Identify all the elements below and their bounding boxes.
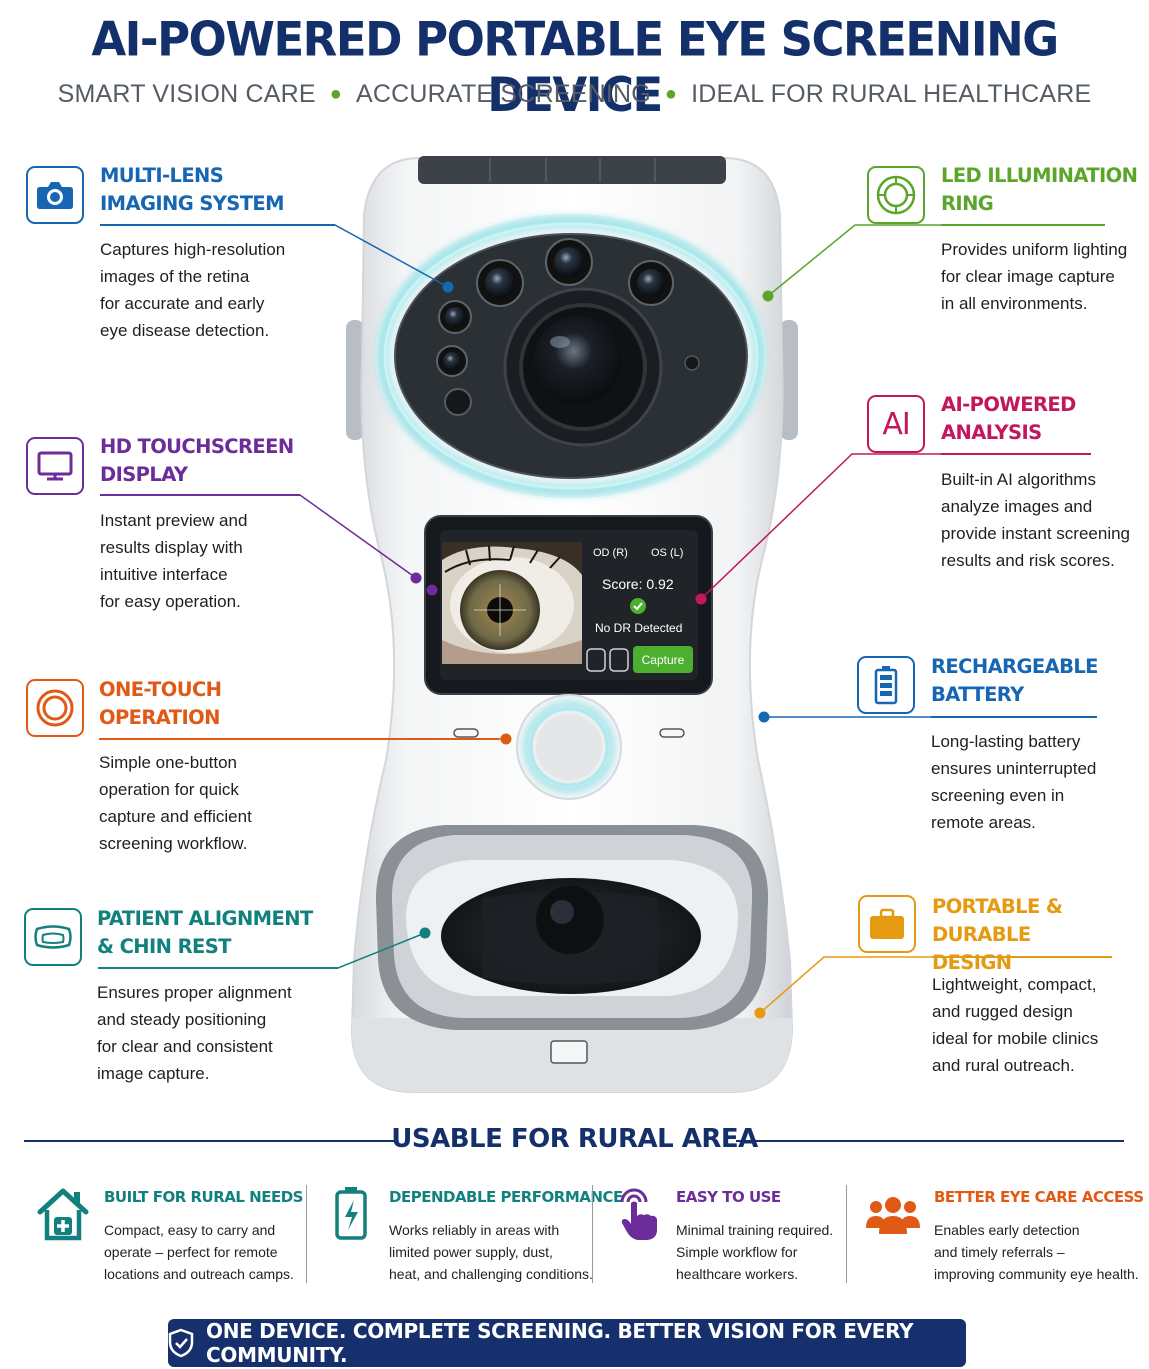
- benefit-title: BETTER EYE CARE ACCESS: [934, 1188, 1144, 1206]
- capture-button[interactable]: Capture: [641, 653, 685, 667]
- screen-result: No DR Detected: [595, 621, 683, 635]
- feature-title-portable: PORTABLE & DURABLE DESIGN: [932, 895, 1063, 974]
- feature-title-chin-rest: PATIENT ALIGNMENT & CHIN REST: [97, 907, 313, 958]
- feature-underline: [100, 224, 335, 226]
- feature-desc-ai: Built-in AI algorithms analyze images an…: [941, 470, 1131, 570]
- subtitle-item: ACCURATE SCREENING: [356, 80, 651, 108]
- community-icon: [864, 1196, 922, 1241]
- feature-title-battery: RECHARGEABLE BATTERY: [931, 655, 1099, 706]
- feature-title-one-touch: ONE-TOUCH OPERATION: [99, 678, 222, 729]
- benefit-title: BUILT FOR RURAL NEEDS: [104, 1188, 303, 1206]
- benefit-title: DEPENDABLE PERFORMANCE: [389, 1188, 623, 1206]
- feature-underline: [932, 956, 1112, 958]
- feature-title-multi-lens: MULTI-LENS IMAGING SYSTEM: [100, 164, 285, 215]
- benefit-title: EASY TO USE: [676, 1188, 781, 1206]
- subtitle-item: IDEAL FOR RURAL HEALTHCARE: [691, 80, 1092, 108]
- feature-desc-battery: Long-lasting battery ensures uninterrupt…: [931, 732, 1097, 832]
- tagline-banner: ONE DEVICE. COMPLETE SCREENING. BETTER V…: [168, 1319, 966, 1367]
- chin-rest-icon: [24, 908, 82, 966]
- feature-desc-portable: Lightweight, compact, and rugged design …: [932, 975, 1099, 1075]
- ai-icon-text: AI: [882, 406, 910, 442]
- button-icon: [26, 679, 84, 737]
- touch-hand-icon: [616, 1184, 660, 1247]
- ai-icon: AI: [867, 395, 925, 453]
- bullet-dot: ●: [664, 83, 678, 105]
- battery-bolt-icon: [334, 1186, 368, 1245]
- feature-title-led-ring: LED ILLUMINATION RING: [941, 164, 1138, 215]
- benefit-desc: Enables early detection and timely refer…: [934, 1222, 1139, 1282]
- shield-check-icon: [168, 1328, 194, 1358]
- monitor-icon: [26, 437, 84, 495]
- feature-desc-multi-lens: Captures high-resolution images of the r…: [100, 240, 286, 340]
- feature-desc-chin-rest: Ensures proper alignment and steady posi…: [97, 983, 292, 1083]
- benefit-divider: [306, 1185, 307, 1283]
- screen-tab-right-eye[interactable]: OD (R): [593, 547, 628, 559]
- feature-underline: [931, 716, 1097, 718]
- benefit-desc: Works reliably in areas with limited pow…: [389, 1222, 593, 1282]
- section-title-rural: USABLE FOR RURAL AREA: [391, 1124, 758, 1154]
- benefit-desc: Compact, easy to carry and operate – per…: [104, 1222, 294, 1282]
- camera-icon: [26, 166, 84, 224]
- screen-score: Score: 0.92: [602, 576, 674, 592]
- page-title: AI-POWERED PORTABLE EYE SCREENING DEVICE: [91, 11, 1059, 123]
- feature-underline: [941, 453, 1091, 455]
- tagline-text: ONE DEVICE. COMPLETE SCREENING. BETTER V…: [206, 1319, 914, 1367]
- benefit-desc: Minimal training required. Simple workfl…: [676, 1222, 834, 1282]
- feature-underline: [941, 224, 1105, 226]
- battery-icon: [857, 656, 915, 714]
- feature-title-touchscreen: HD TOUCHSCREEN DISPLAY: [100, 435, 294, 486]
- benefit-divider: [592, 1185, 593, 1283]
- screen-tab-left-eye[interactable]: OS (L): [651, 547, 684, 559]
- house-medical-icon: [36, 1186, 90, 1247]
- feature-desc-touchscreen: Instant preview and results display with…: [100, 511, 248, 611]
- benefit-divider: [846, 1185, 847, 1283]
- feature-desc-led-ring: Provides uniform lighting for clear imag…: [941, 240, 1128, 313]
- feature-underline: [99, 738, 499, 740]
- feature-underline: [98, 967, 338, 969]
- feature-desc-one-touch: Simple one-button operation for quick ca…: [99, 753, 252, 853]
- bullet-dot: ●: [329, 83, 343, 105]
- subtitle-item: SMART VISION CARE: [57, 80, 316, 108]
- led-ring-icon: [867, 166, 925, 224]
- feature-underline: [100, 494, 300, 496]
- page-subtitle: SMART VISION CARE ● ACCURATE SCREENING ● IDE…: [0, 80, 1149, 109]
- briefcase-icon: [858, 895, 916, 953]
- feature-title-ai: AI-POWERED ANALYSIS: [941, 393, 1076, 444]
